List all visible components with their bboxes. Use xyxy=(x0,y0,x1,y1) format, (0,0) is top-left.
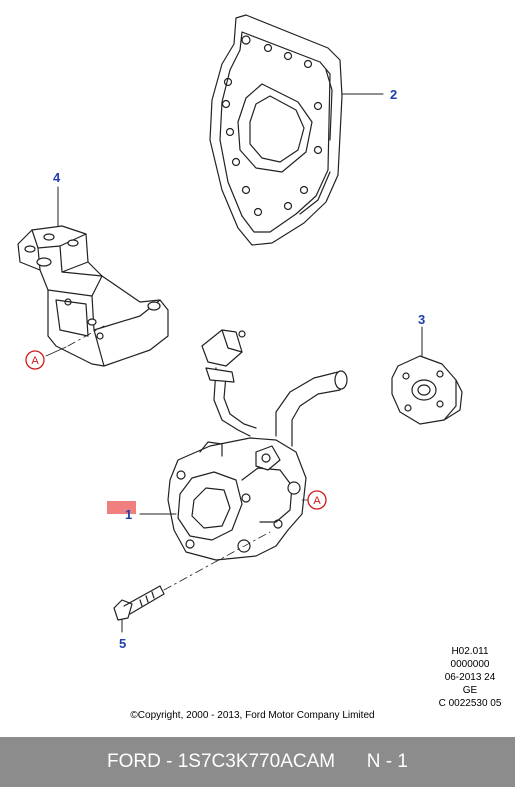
info-line-3: 06-2013 24 xyxy=(444,672,496,683)
drawing-info-block: H02.011 0000000 06-2013 24 GE C 0022530 … xyxy=(430,645,510,710)
footer-spacer xyxy=(335,751,367,773)
support-bracket-part[interactable] xyxy=(17,225,169,367)
info-line-1: H02.011 xyxy=(451,646,489,657)
reference-marker-left: A xyxy=(25,350,45,370)
copyright-notice: ©Copyright, 2000 - 2013, Ford Motor Comp… xyxy=(130,710,375,721)
callout-5[interactable]: 5 xyxy=(119,636,126,651)
reference-marker-right: A xyxy=(307,490,327,510)
callout-4[interactable]: 4 xyxy=(53,170,61,185)
mounting-plate-part[interactable] xyxy=(209,14,343,246)
info-line-2: 0000000 xyxy=(450,659,490,670)
callout-2[interactable]: 2 xyxy=(390,87,397,102)
bolt-part[interactable] xyxy=(113,585,165,621)
reference-label-right: A xyxy=(313,495,321,507)
callout-3[interactable]: 3 xyxy=(418,312,425,327)
callout-1[interactable]: 1 xyxy=(125,507,132,522)
info-line-5: C 0022530 05 xyxy=(438,698,502,709)
footer-part-number: FORD - 1S7C3K770ACAM xyxy=(107,751,336,772)
footer-quantity: N - 1 xyxy=(366,751,408,772)
parts-diagram: 1 2 3 4 5 A A xyxy=(17,14,463,651)
highlight-marker xyxy=(107,501,136,514)
flange-part[interactable] xyxy=(391,355,463,425)
reference-label-left: A xyxy=(31,355,39,367)
info-line-4: GE xyxy=(462,685,478,696)
power-steering-pump-part[interactable] xyxy=(167,329,348,561)
footer-bar: FORD - 1S7C3K770ACAM N - 1 xyxy=(0,737,515,787)
